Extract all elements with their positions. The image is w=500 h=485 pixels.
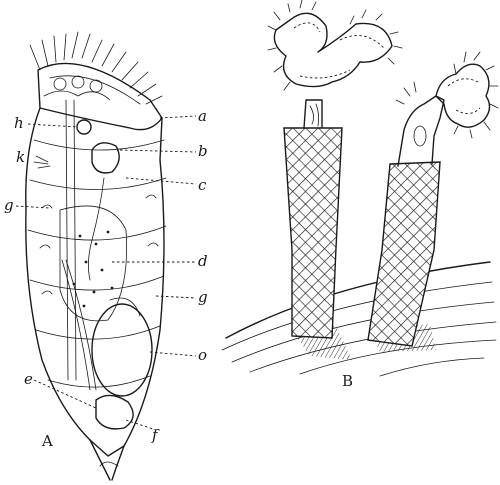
caption-a: A — [41, 432, 53, 450]
figure-b-tube-rotifers — [222, 0, 498, 376]
label-k: k — [16, 148, 25, 166]
label-h: h — [14, 114, 24, 132]
body-outline — [26, 108, 164, 456]
ovary-egg — [92, 304, 152, 396]
label-f: f — [151, 426, 160, 444]
left-tube — [284, 128, 342, 338]
stomach — [60, 206, 127, 321]
label-a: a — [198, 107, 207, 125]
figure-a-rotifer — [26, 32, 166, 480]
eyespot — [77, 120, 91, 134]
label-o: o — [198, 346, 207, 364]
right-animal-body — [398, 96, 444, 166]
left-corona — [274, 13, 392, 86]
right-tube — [368, 162, 440, 346]
label-g-right: g — [198, 288, 208, 306]
contractile-bladder — [96, 395, 133, 428]
label-g-left: g — [4, 196, 14, 214]
right-corona — [436, 64, 490, 127]
label-d: d — [198, 252, 208, 270]
mastax — [92, 143, 119, 173]
label-c: c — [198, 176, 207, 194]
substrate — [222, 262, 496, 376]
foot — [90, 440, 124, 480]
caption-b: B — [342, 372, 353, 390]
label-b: b — [198, 142, 208, 160]
label-e: e — [24, 370, 33, 388]
head-disk — [38, 63, 162, 129]
